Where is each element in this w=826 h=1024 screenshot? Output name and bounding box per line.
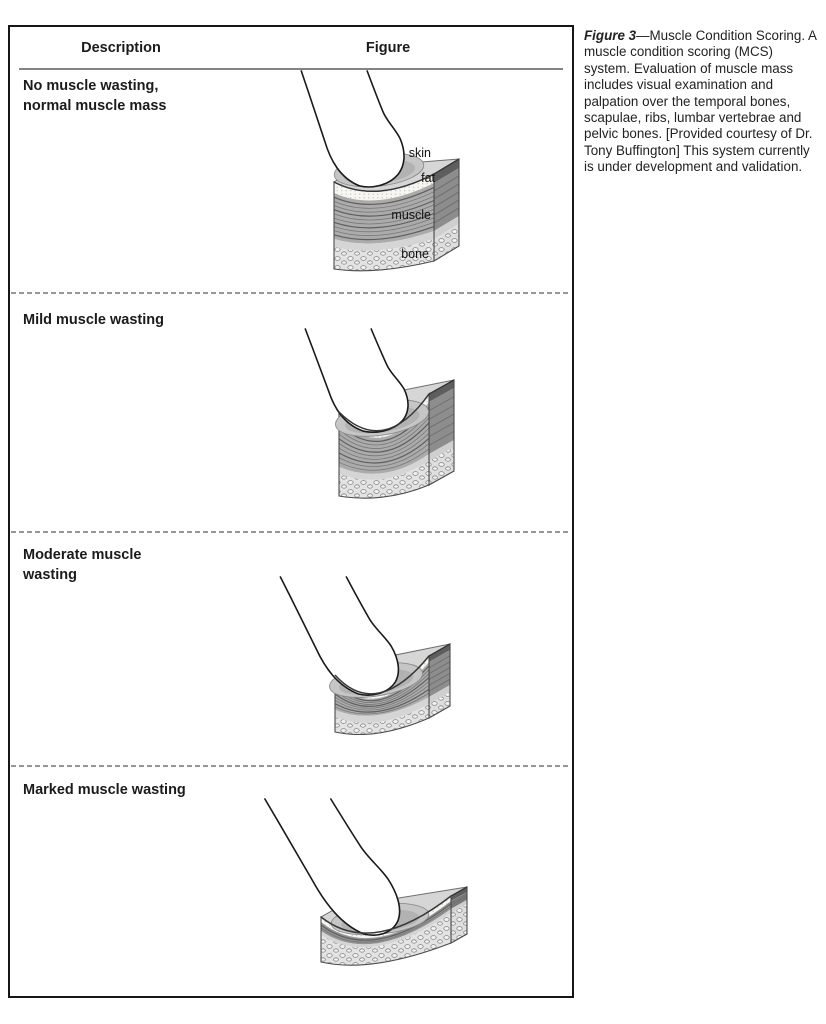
skin-fold-line	[320, 895, 452, 934]
block-side-face	[428, 643, 451, 719]
label-skin: skin	[409, 146, 431, 160]
top-side-crease	[433, 158, 460, 175]
header-underline	[19, 68, 563, 70]
label-bone: bone	[401, 247, 429, 261]
top-side-crease	[428, 643, 451, 657]
row-divider-3	[11, 765, 571, 767]
finger	[304, 328, 409, 433]
block-front-face	[333, 173, 435, 272]
column-header-description: Description	[81, 40, 161, 56]
skin-fold-line	[338, 393, 430, 432]
block-side-face	[428, 379, 455, 486]
finger	[300, 70, 405, 188]
mcs-figure-marked-wasting	[264, 798, 468, 966]
mcs-figure-mild-wasting	[304, 328, 455, 499]
mcs-figure-moderate-wasting	[279, 576, 451, 735]
row-description-moderate-wasting: Moderate muscle wasting	[23, 547, 142, 583]
block-side-face	[450, 886, 468, 944]
mcs-figure-no-wasting: skin fat muscle bone	[300, 70, 460, 272]
finger	[279, 576, 400, 696]
caption-figure-label: Figure 3	[584, 28, 637, 43]
label-fat: fat	[421, 171, 435, 185]
row-divider-2	[11, 531, 571, 533]
label-muscle: muscle	[391, 208, 431, 222]
row-divider-1	[11, 292, 571, 294]
skin-fold-line	[333, 173, 435, 193]
finger	[264, 798, 401, 936]
row-description-marked-wasting: Marked muscle wasting	[23, 782, 186, 798]
row-description-no-wasting: No muscle wasting, normal muscle mass	[23, 78, 167, 114]
column-header-figure: Figure	[365, 40, 411, 56]
figure-caption: Figure 3—Muscle Condition Scoring. A mus…	[584, 28, 820, 176]
block-side-face	[433, 158, 460, 262]
mcs-table-panel: Description Figure No muscle wasting, no…	[8, 25, 574, 998]
skin-fold-line	[334, 655, 430, 695]
top-side-crease	[450, 886, 468, 897]
caption-text: —Muscle Condition Scoring. A muscle cond…	[584, 28, 817, 175]
top-side-crease	[428, 379, 455, 395]
row-description-mild-wasting: Mild muscle wasting	[23, 312, 164, 328]
